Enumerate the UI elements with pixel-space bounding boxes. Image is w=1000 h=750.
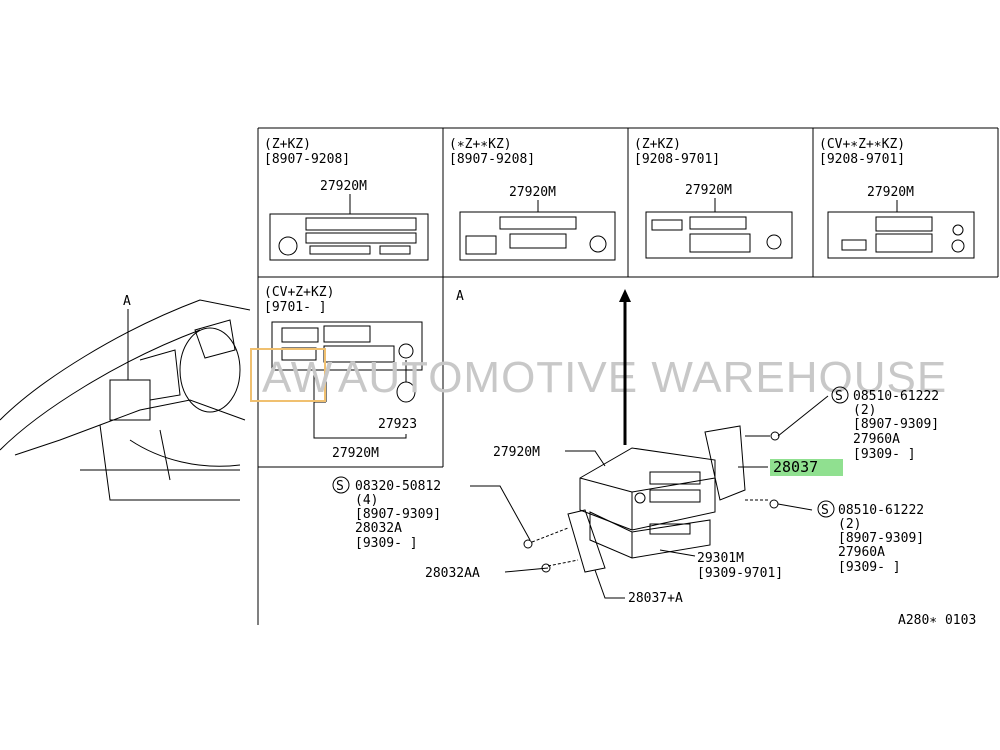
panel-date: [9208-9701] — [819, 152, 905, 167]
screw-date: [8907-9309] — [355, 507, 441, 522]
watermark-text: AUTOMOTIVE WAREHOUSE — [338, 353, 947, 402]
watermark-logo: AW — [262, 353, 333, 402]
screw-date: [8907-9309] — [853, 417, 939, 432]
bracket-right-label[interactable]: 28037 — [773, 458, 818, 476]
dashboard-sketch — [0, 299, 251, 501]
panel-part-number: 27920M — [685, 183, 732, 198]
s-symbol: S — [821, 503, 829, 518]
panel-date: [8907-9208] — [449, 152, 535, 167]
section-letter: A — [456, 289, 464, 304]
small-screw-label: 28032AA — [425, 566, 480, 581]
watermark-logo-frame — [250, 348, 326, 402]
panel-date: [9701- ] — [264, 300, 327, 315]
knob-part-number: 27923 — [378, 417, 417, 432]
screw-code: 08510-61222 — [838, 503, 924, 518]
arrow-head — [619, 289, 631, 302]
radio-variant-panel-3: (Z+KZ) [9208-9701] 27920M — [634, 137, 793, 259]
panel-part-number: 27920M — [867, 185, 914, 200]
panel-model: (CV+∗Z+∗KZ) — [819, 137, 905, 152]
screw-date: [8907-9309] — [838, 531, 924, 546]
radio-variant-panel-4: (CV+∗Z+∗KZ) [9208-9701] 27920M — [819, 137, 975, 259]
view-letter-label: A — [123, 294, 131, 309]
screw-code: 08320-50812 — [355, 479, 441, 494]
leader-lines — [470, 395, 829, 599]
screw-left-callout: S 08320-50812 (4) [8907-9309] 28032A [93… — [332, 476, 441, 551]
panel-date: [8907-9208] — [264, 152, 350, 167]
screw-right-top-callout: S 08510-61222 (2) [8907-9309] 27960A [93… — [831, 386, 939, 462]
panel-grid — [257, 127, 999, 625]
screw-right-bottom-callout: S 08510-61222 (2) [8907-9309] 27960A [93… — [817, 500, 924, 575]
panel-model: (∗Z+∗KZ) — [449, 137, 512, 152]
screw-alt: 27960A — [838, 545, 885, 560]
panel-date: [9208-9701] — [634, 152, 720, 167]
watermark: AW AUTOMOTIVE WAREHOUSE — [250, 348, 947, 402]
panel-part-number: 27920M — [332, 446, 379, 461]
screw-alt-date: [9309- ] — [355, 536, 418, 551]
panel-model: (Z+KZ) — [264, 137, 311, 152]
unit-part-label: 27920M — [493, 445, 540, 460]
screw-code: 08510-61222 — [853, 389, 939, 404]
screw-alt-date: [9309- ] — [838, 560, 901, 575]
diagram-code: A280∗ 0103 — [898, 613, 976, 628]
bracket-left-label: 28037+A — [628, 591, 683, 606]
s-symbol: S — [336, 479, 344, 494]
radio-variant-panel-5: (CV+Z+KZ) [9701- ] 27923 27920M — [264, 285, 423, 461]
radio-assembly — [523, 425, 780, 573]
screw-alt: 28032A — [355, 521, 402, 536]
screw-alt-date: [9309- ] — [853, 447, 916, 462]
s-symbol: S — [835, 389, 843, 404]
panel-part-number: 27920M — [509, 185, 556, 200]
panel-part-number: 27920M — [320, 179, 367, 194]
radio-variant-panel-1: (Z+KZ) [8907-9208] 27920M — [264, 137, 429, 261]
screw-qty: (2) — [838, 517, 861, 532]
lower-unit-code: 29301M — [697, 551, 744, 566]
radio-variant-panel-2: (∗Z+∗KZ) [8907-9208] 27920M — [449, 137, 616, 261]
lower-unit-date: [9309-9701] — [697, 566, 783, 581]
screw-alt: 27960A — [853, 432, 900, 447]
highlight-box — [770, 459, 843, 476]
screw-qty: (2) — [853, 403, 876, 418]
panel-model: (CV+Z+KZ) — [264, 285, 334, 300]
screw-qty: (4) — [355, 493, 378, 508]
panel-model: (Z+KZ) — [634, 137, 681, 152]
